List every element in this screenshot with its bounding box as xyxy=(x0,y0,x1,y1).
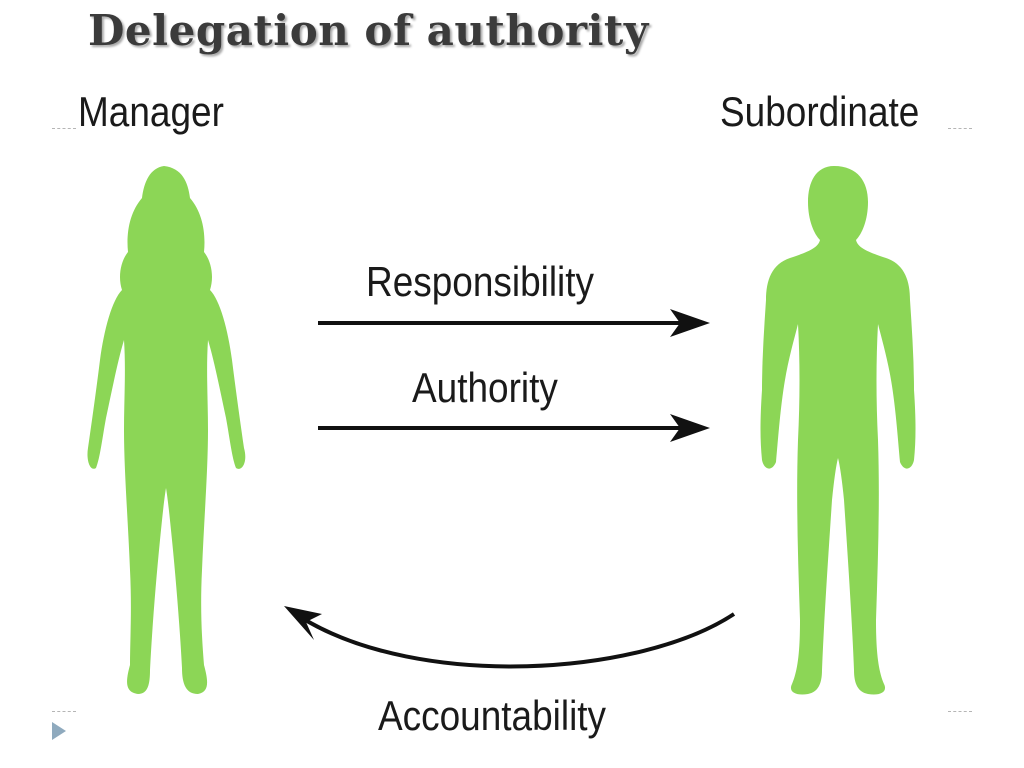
accountability-label: Accountability xyxy=(378,692,607,739)
manager-label: Manager xyxy=(78,88,224,135)
frame-dash-bottom-left xyxy=(52,711,76,712)
manager-figure xyxy=(87,166,246,694)
subordinate-figure xyxy=(760,166,916,695)
authority-arrow xyxy=(318,414,710,442)
frame-dash-bottom-right xyxy=(948,711,972,712)
frame-dash-top-right xyxy=(948,128,972,129)
responsibility-label: Responsibility xyxy=(366,258,595,305)
authority-label: Authority xyxy=(412,364,558,411)
slide-title: Delegation of authority xyxy=(88,6,649,55)
responsibility-arrow xyxy=(318,309,710,337)
frame-dash-top-left xyxy=(52,128,76,129)
accountability-arrow xyxy=(284,606,736,669)
subordinate-label: Subordinate xyxy=(720,88,920,135)
slide-bullet-icon xyxy=(52,722,66,740)
